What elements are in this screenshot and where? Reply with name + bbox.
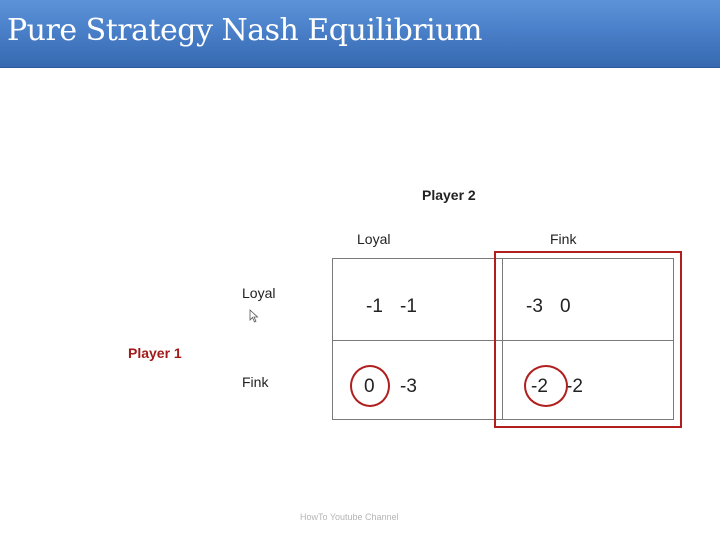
player2-label: Player 2 xyxy=(422,187,476,203)
column-header-loyal: Loyal xyxy=(357,231,391,247)
best-response-circle-fink-loyal xyxy=(350,365,390,407)
payoff-fink-loyal-player2: -3 xyxy=(400,376,417,397)
matrix-row-divider xyxy=(332,340,674,341)
mouse-pointer-icon xyxy=(249,309,259,323)
payoff-loyal-fink-player2: 0 xyxy=(560,296,571,317)
title-bar: Pure Strategy Nash Equilibrium xyxy=(0,0,720,68)
column-header-fink: Fink xyxy=(550,231,577,247)
slide-title: Pure Strategy Nash Equilibrium xyxy=(7,13,482,48)
payoff-loyal-loyal-player2: -1 xyxy=(400,296,417,317)
best-response-circle-fink-fink xyxy=(524,365,568,407)
payoff-matrix xyxy=(332,258,674,420)
row-header-loyal: Loyal xyxy=(242,285,276,301)
matrix-column-divider xyxy=(502,258,503,420)
row-header-fink: Fink xyxy=(242,374,269,390)
payoff-loyal-fink-player1: -3 xyxy=(526,296,543,317)
payoff-fink-fink-player2: -2 xyxy=(566,376,583,397)
channel-watermark: HowTo Youtube Channel xyxy=(300,512,399,522)
payoff-loyal-loyal-player1: -1 xyxy=(366,296,383,317)
player1-label: Player 1 xyxy=(128,345,182,361)
fink-column-highlight xyxy=(494,251,682,428)
